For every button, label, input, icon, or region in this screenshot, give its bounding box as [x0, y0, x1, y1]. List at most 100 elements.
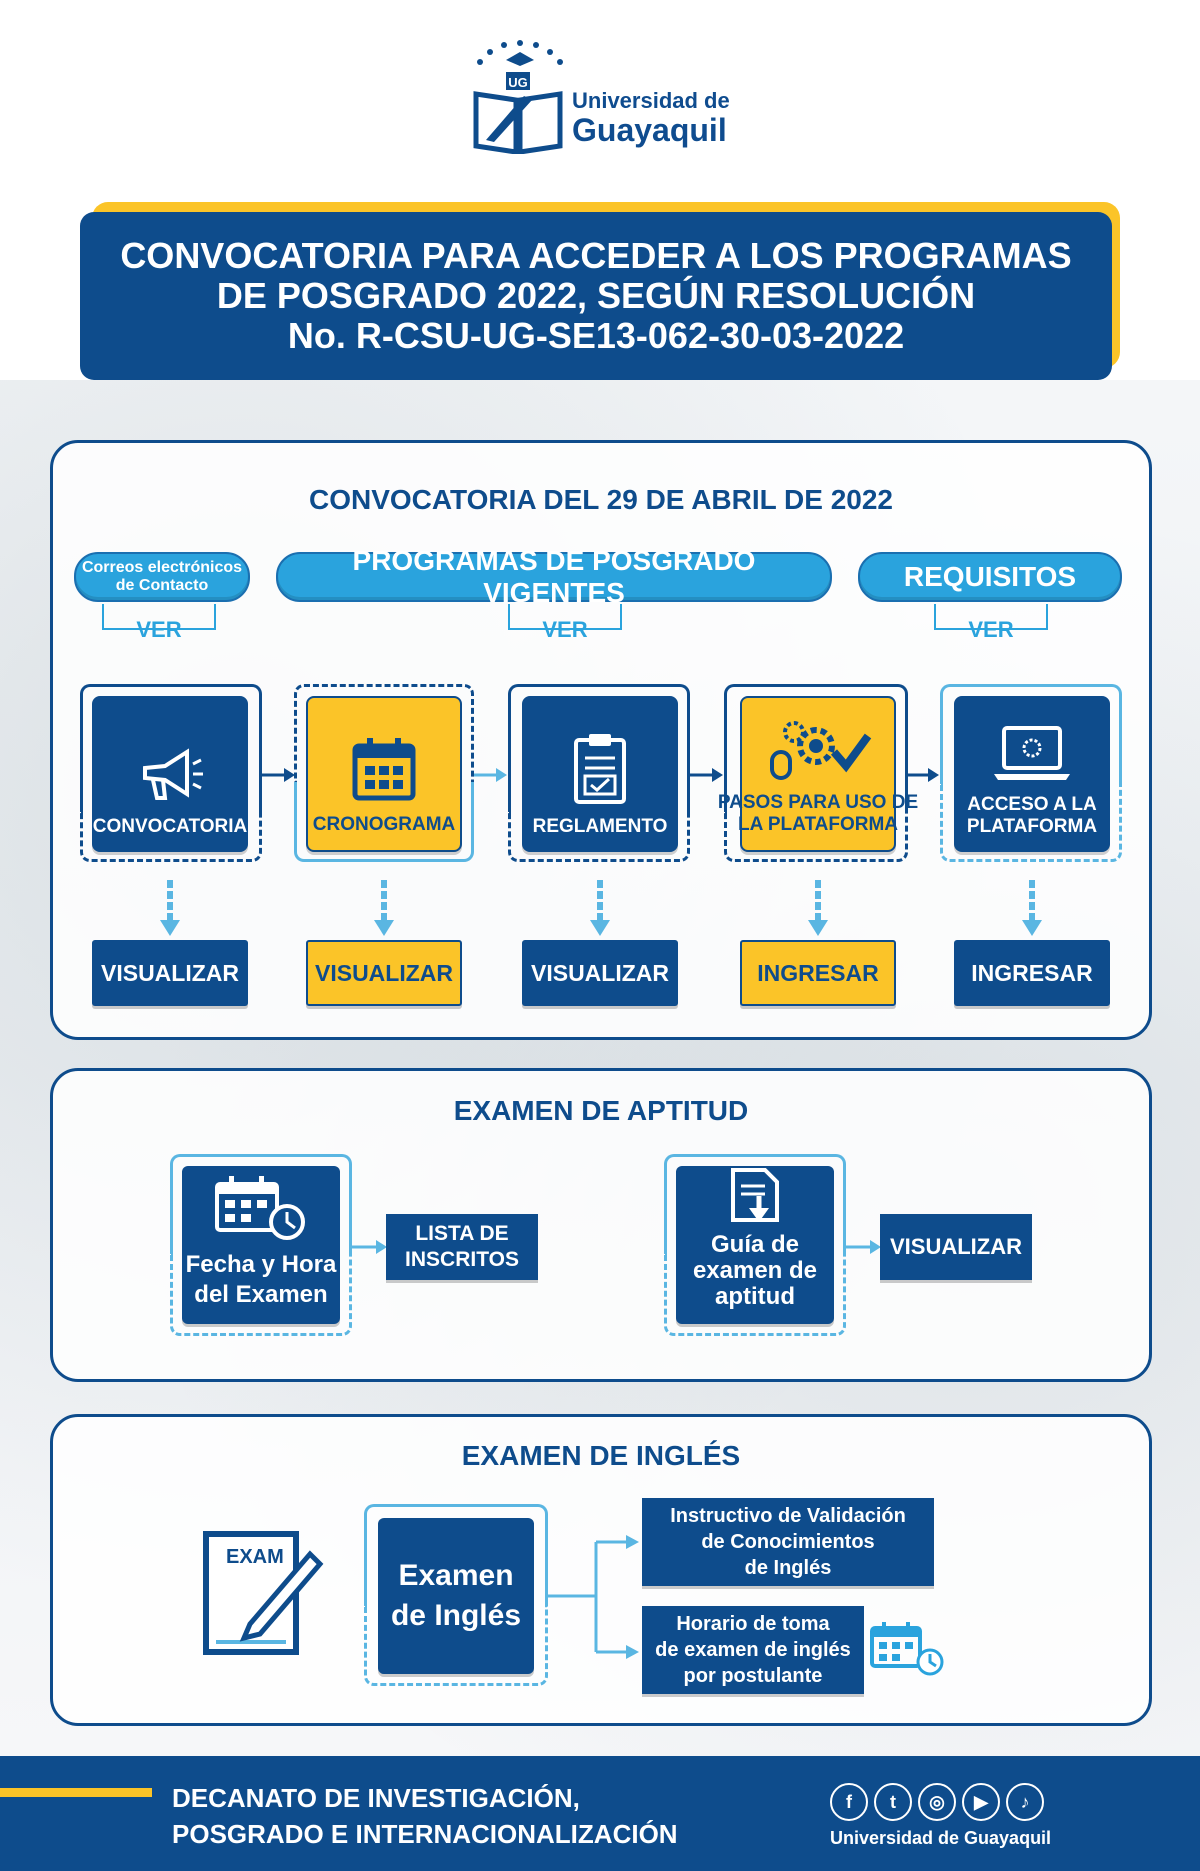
- instructivo-label-2: de Conocimientos: [701, 1531, 875, 1553]
- guia-label-1: Guía de: [710, 1231, 800, 1258]
- arrow-down-icon: [808, 880, 828, 936]
- examen-ingles-card[interactable]: Examen de Inglés: [378, 1518, 534, 1674]
- acceso-label-2: PLATAFORMA: [966, 816, 1098, 837]
- arrow-right-icon: [474, 768, 507, 782]
- convocatoria-title: CONVOCATORIA DEL 29 DE ABRIL DE 2022: [309, 484, 893, 515]
- aptitud-title: EXAMEN DE APTITUD: [453, 1095, 749, 1126]
- pasos-ingresar-button[interactable]: INGRESAR: [740, 940, 896, 1006]
- fecha-hora-label-1: Fecha y Hora: [185, 1251, 337, 1278]
- contact-ver-link[interactable]: VER: [136, 617, 182, 642]
- lista-inscritos-button[interactable]: LISTA DE INSCRITOS: [386, 1214, 538, 1280]
- arrow-down-icon: [160, 880, 180, 936]
- step-frame: [508, 810, 690, 862]
- convocatoria-card[interactable]: CONVOCATORIA: [92, 696, 248, 852]
- examen-ingles-label-1: Examen: [398, 1559, 514, 1592]
- banner-line1: CONVOCATORIA PARA ACCEDER A LOS PROGRAMA…: [120, 235, 1072, 276]
- svg-text:UG: UG: [508, 75, 528, 90]
- arrow-right-icon: [262, 768, 295, 782]
- contact-emails-label-1: Correos electrónicos: [81, 559, 243, 576]
- banner-line3: No. R-CSU-UG-SE13-062-30-03-2022: [287, 315, 905, 356]
- convocatoria-visualizar-button[interactable]: VISUALIZAR: [92, 940, 248, 1006]
- cronograma-label: CRONOGRAMA: [312, 814, 456, 835]
- calendar-icon: [352, 738, 416, 801]
- step-frame: [170, 1154, 352, 1254]
- acceso-ingresar-button[interactable]: INGRESAR: [954, 940, 1110, 1006]
- step-frame: [80, 684, 262, 812]
- programs-label: PROGRAMAS DE POSGRADO VIGENTES: [352, 545, 756, 608]
- acceso-card[interactable]: ACCESO A LA PLATAFORMA: [954, 696, 1110, 852]
- footer-line1: DECANATO DE INVESTIGACIÓN,: [172, 1783, 580, 1813]
- programs-ver-link[interactable]: VER: [542, 617, 588, 642]
- tiktok-icon[interactable]: ♪: [1006, 1783, 1044, 1821]
- instructivo-button[interactable]: Instructivo de Validación de Conocimient…: [642, 1498, 934, 1586]
- arrow-down-icon: [374, 880, 394, 936]
- logo-line2: Guayaquil: [572, 112, 727, 148]
- megaphone-icon: [143, 748, 203, 800]
- examen-ingles-label-2: de Inglés: [390, 1599, 522, 1632]
- arrow-down-icon: [1022, 880, 1042, 936]
- footer-department: DECANATO DE INVESTIGACIÓN, POSGRADO E IN…: [172, 1780, 678, 1852]
- instagram-icon[interactable]: ◎: [918, 1783, 956, 1821]
- logo-line1: Universidad de: [572, 88, 730, 113]
- step-frame: [724, 684, 908, 812]
- instructivo-label-1: Instructivo de Validación: [670, 1505, 906, 1527]
- footer: [0, 1756, 1200, 1871]
- horario-label-2: de examen de inglés: [655, 1639, 851, 1661]
- instructivo-label-3: de Inglés: [744, 1557, 832, 1579]
- clipboard-check-icon: [574, 734, 626, 804]
- step-frame: [664, 1252, 846, 1336]
- twitter-icon[interactable]: t: [874, 1783, 912, 1821]
- step-frame: [294, 782, 474, 862]
- requisitos-pill[interactable]: REQUISITOS: [858, 552, 1122, 602]
- step-frame: [940, 782, 1122, 862]
- ver-bracket: [102, 604, 216, 630]
- youtube-icon[interactable]: ▶: [962, 1783, 1000, 1821]
- pasos-card[interactable]: PASOS PARA USO DE LA PLATAFORMA: [718, 696, 918, 852]
- step-frame: [364, 1504, 548, 1606]
- reglamento-card[interactable]: REGLAMENTO: [522, 696, 678, 852]
- arrow-right-icon: [350, 1240, 387, 1254]
- footer-brand: Universidad de Guayaquil: [830, 1828, 1052, 1848]
- reglamento-visualizar-button[interactable]: VISUALIZAR: [522, 940, 678, 1006]
- step-frame: [664, 1154, 846, 1254]
- fecha-hora-label-2: del Examen: [194, 1281, 328, 1308]
- step-frame: [80, 810, 262, 862]
- step-frame: [724, 810, 908, 862]
- laptop-icon: [994, 726, 1070, 780]
- guia-examen-card[interactable]: Guía de examen de aptitud: [676, 1166, 834, 1324]
- programs-pill[interactable]: PROGRAMAS DE POSGRADO VIGENTES: [276, 545, 832, 608]
- footer-accent: [0, 1788, 152, 1797]
- guia-visualizar-button[interactable]: VISUALIZAR: [880, 1214, 1032, 1280]
- arrow-down-icon: [590, 880, 610, 936]
- branch-arrows-icon: [546, 1535, 639, 1659]
- facebook-icon[interactable]: f: [830, 1783, 868, 1821]
- guia-label-3: aptitud: [715, 1283, 795, 1310]
- requisitos-ver-link[interactable]: VER: [968, 617, 1014, 642]
- requisitos-label: REQUISITOS: [903, 561, 1077, 592]
- title-banner: CONVOCATORIA PARA ACCEDER A LOS PROGRAMA…: [80, 212, 1112, 380]
- acceso-label-1: ACCESO A LA: [967, 794, 1097, 815]
- horario-button[interactable]: Horario de toma de examen de inglés por …: [642, 1606, 864, 1694]
- lista-inscritos-label-2: INSCRITOS: [405, 1248, 519, 1271]
- university-logo-icon: UG: [473, 72, 563, 154]
- cronograma-card[interactable]: CRONOGRAMA: [306, 696, 462, 852]
- gears-mouse-icon: [770, 721, 872, 780]
- arrow-right-icon: [690, 768, 723, 782]
- ingles-title: EXAMEN DE INGLÉS: [461, 1440, 741, 1471]
- cronograma-visualizar-button[interactable]: VISUALIZAR: [306, 940, 462, 1006]
- lista-inscritos-label-1: LISTA DE: [415, 1222, 509, 1245]
- arrow-right-icon: [906, 768, 939, 782]
- document-download-icon: [731, 1168, 779, 1222]
- reglamento-label: REGLAMENTO: [532, 816, 668, 837]
- horario-label-1: Horario de toma: [676, 1613, 830, 1635]
- banner-line2: DE POSGRADO 2022, SEGÚN RESOLUCIÓN: [216, 275, 976, 316]
- contact-emails-pill[interactable]: Correos electrónicos de Contacto: [74, 552, 250, 602]
- ver-bracket: [508, 604, 622, 630]
- arrow-right-icon: [844, 1240, 881, 1254]
- guia-label-2: examen de: [692, 1257, 818, 1284]
- fecha-hora-card[interactable]: Fecha y Hora del Examen: [182, 1166, 340, 1324]
- footer-line2: POSGRADO E INTERNACIONALIZACIÓN: [172, 1819, 678, 1849]
- horario-label-3: por postulante: [683, 1665, 823, 1687]
- step-frame: [508, 684, 690, 812]
- pasos-label-1: PASOS PARA USO DE: [717, 792, 919, 813]
